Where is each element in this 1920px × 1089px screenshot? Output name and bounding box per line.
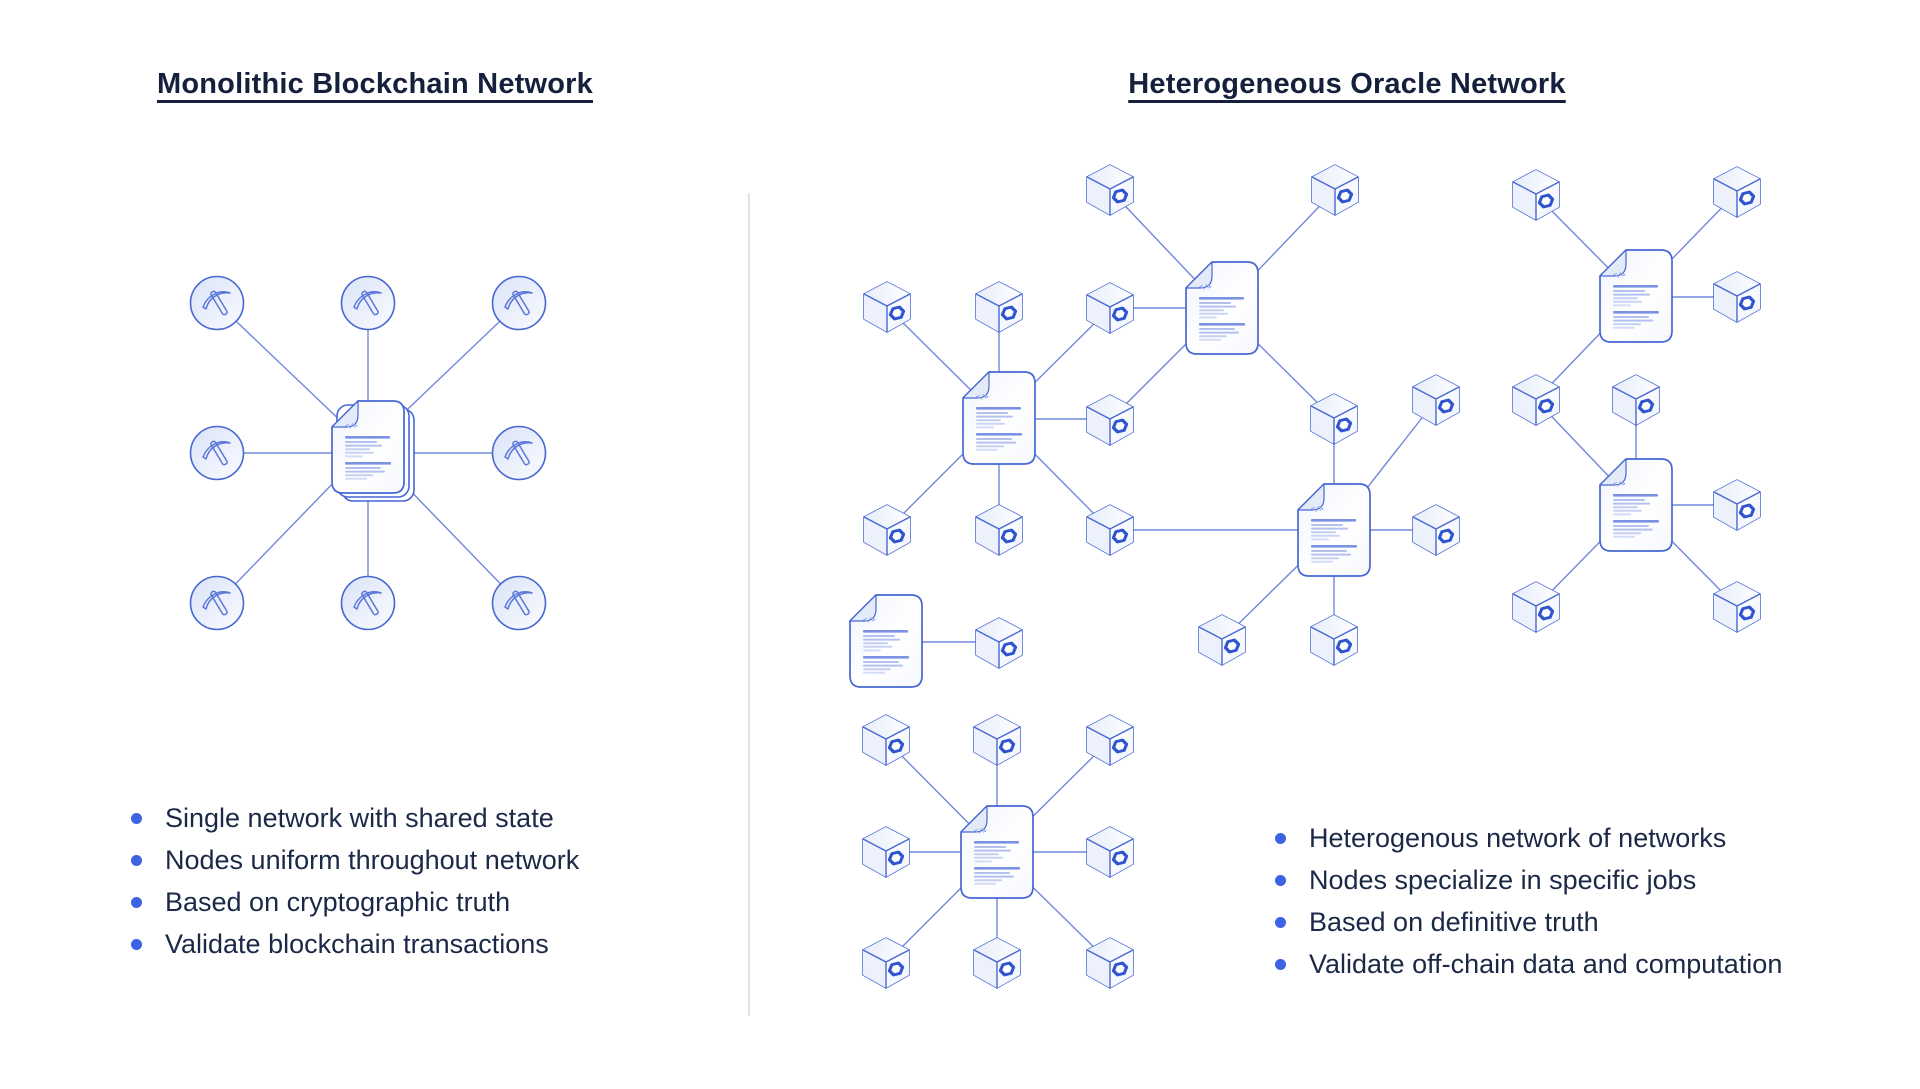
bullet-item: Single network with shared state: [128, 797, 579, 839]
oracle-hexagon-node: [1085, 393, 1135, 447]
oracle-contract-document: [1599, 458, 1673, 552]
oracle-contract-document: [1185, 261, 1259, 355]
vertical-divider: [748, 193, 750, 1016]
oracle-hexagon-node: [974, 280, 1024, 334]
bullet-item: Based on definitive truth: [1272, 901, 1782, 943]
miner-pickaxe-node: [189, 275, 245, 331]
right-bullet-list: Heterogenous network of networks Nodes s…: [1272, 817, 1782, 985]
oracle-hexagon-node: [1085, 281, 1135, 335]
bullet-item: Nodes specialize in specific jobs: [1272, 859, 1782, 901]
bullet-item: Based on cryptographic truth: [128, 881, 579, 923]
miner-pickaxe-node: [491, 575, 547, 631]
oracle-hexagon-node: [1309, 613, 1359, 667]
oracle-hexagon-node: [1712, 270, 1762, 324]
miner-pickaxe-node: [340, 575, 396, 631]
oracle-hexagon-node: [862, 503, 912, 557]
oracle-hexagon-node: [1712, 580, 1762, 634]
oracle-hexagon-node: [1511, 580, 1561, 634]
oracle-contract-document: [962, 371, 1036, 465]
left-title: Monolithic Blockchain Network: [156, 68, 593, 100]
oracle-hexagon-node: [1712, 478, 1762, 532]
oracle-hexagon-node: [1411, 503, 1461, 557]
miner-pickaxe-node: [491, 425, 547, 481]
left-bullet-list: Single network with shared state Nodes u…: [128, 797, 579, 965]
oracle-hexagon-node: [1309, 392, 1359, 446]
oracle-contract-document: [960, 805, 1034, 899]
oracle-hexagon-node: [1611, 373, 1661, 427]
oracle-hexagon-node: [1511, 168, 1561, 222]
right-title: Heterogeneous Oracle Network: [1128, 68, 1566, 100]
oracle-hexagon-node: [861, 713, 911, 767]
bullet-item: Nodes uniform throughout network: [128, 839, 579, 881]
oracle-hexagon-node: [972, 713, 1022, 767]
blockchain-ledger-document-stack: [332, 401, 414, 501]
miner-pickaxe-node: [189, 425, 245, 481]
bullet-item: Validate off-chain data and computation: [1272, 943, 1782, 985]
bullet-item: Heterogenous network of networks: [1272, 817, 1782, 859]
oracle-hexagon-node: [1085, 825, 1135, 879]
miner-pickaxe-node: [491, 275, 547, 331]
oracle-contract-document: [1599, 249, 1673, 343]
oracle-hexagon-node: [974, 503, 1024, 557]
oracle-hexagon-node: [861, 825, 911, 879]
oracle-hexagon-node: [972, 936, 1022, 990]
oracle-hexagon-node: [1085, 936, 1135, 990]
miner-pickaxe-node: [340, 275, 396, 331]
oracle-hexagon-node: [1085, 503, 1135, 557]
bullet-item: Validate blockchain transactions: [128, 923, 579, 965]
oracle-hexagon-node: [1085, 713, 1135, 767]
oracle-hexagon-node: [974, 616, 1024, 670]
oracle-hexagon-node: [1197, 613, 1247, 667]
miner-pickaxe-node: [189, 575, 245, 631]
oracle-contract-document: [849, 594, 923, 688]
oracle-hexagon-node: [861, 936, 911, 990]
oracle-hexagon-node: [862, 280, 912, 334]
oracle-hexagon-node: [1411, 373, 1461, 427]
oracle-contract-document: [1297, 483, 1371, 577]
